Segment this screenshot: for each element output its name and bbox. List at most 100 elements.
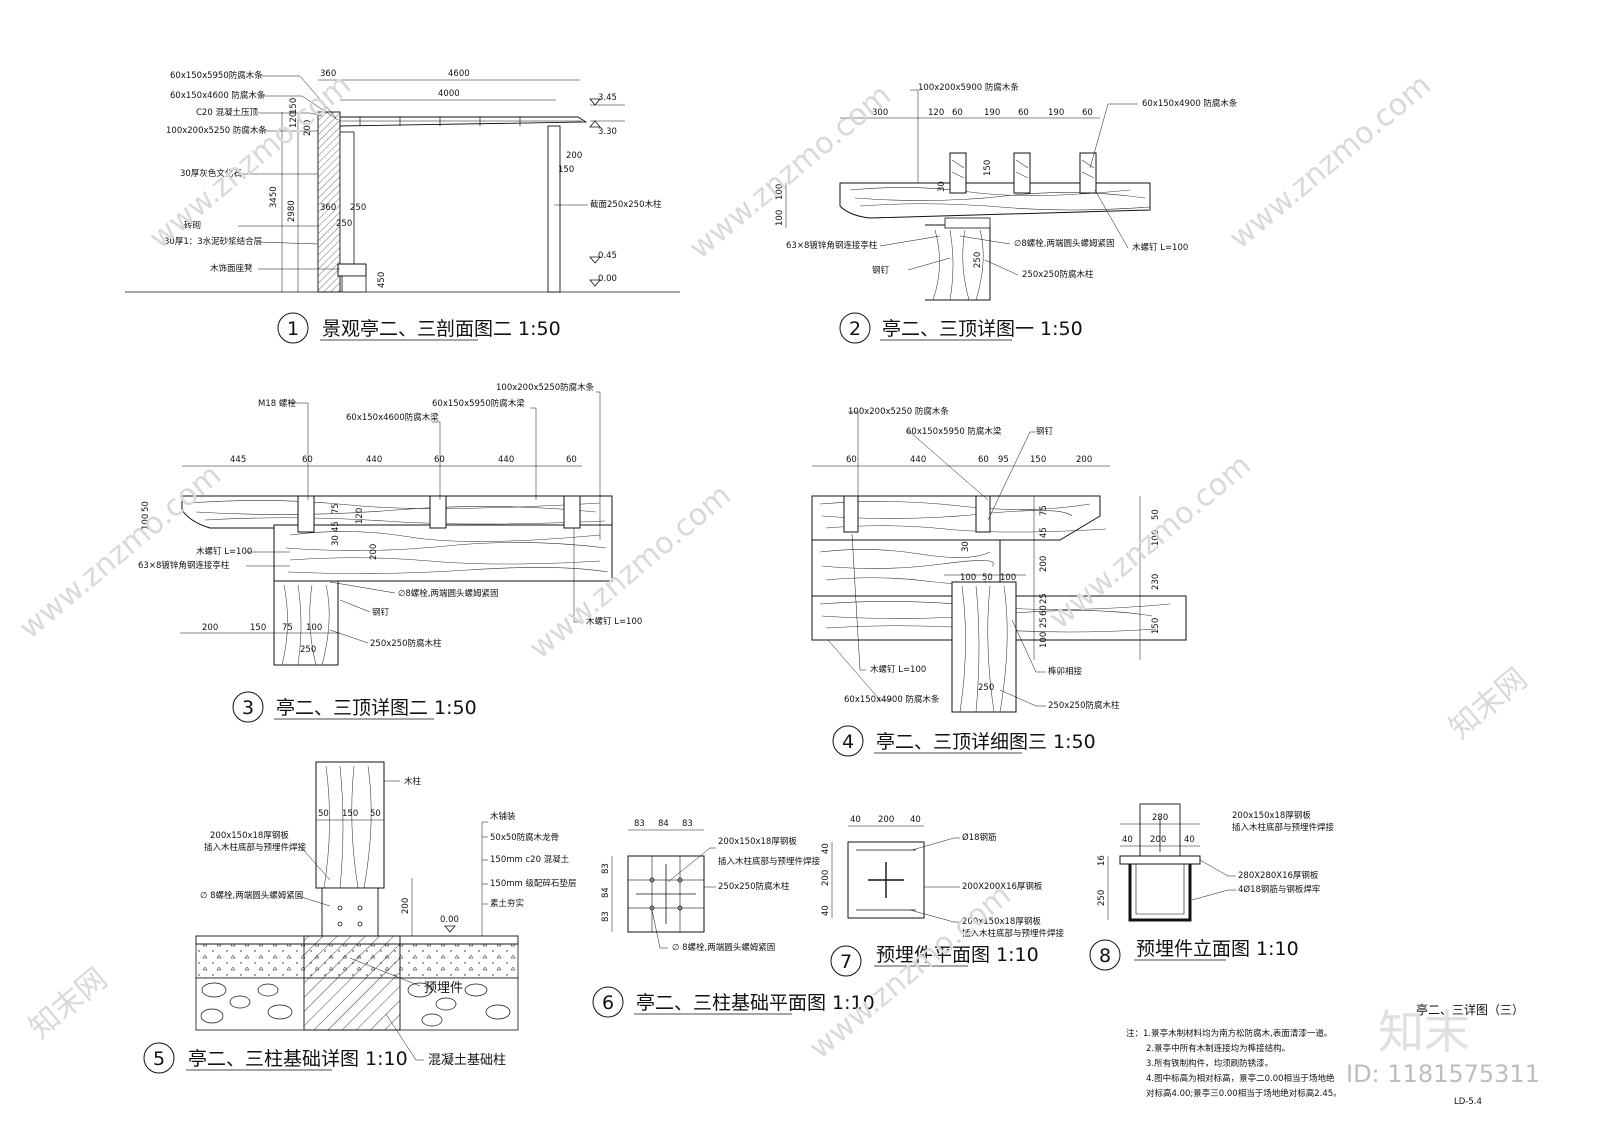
fig1-dim-12: 200 xyxy=(566,151,582,161)
fig8-dim-5: 250 xyxy=(1097,890,1107,906)
fig3-label-6: ∅8螺栓,两端圆头螺姆紧固 xyxy=(398,588,499,599)
fig4-dim-19: 100 xyxy=(1039,632,1049,648)
fig2-title: 亭二、三顶详图一 1:50 xyxy=(882,318,1083,340)
fig3-dim-15: 75 xyxy=(282,623,293,633)
fig6-dim-3: 83 xyxy=(601,863,611,874)
fig2-dim-7: 30 xyxy=(937,181,947,192)
fig7-number: 7 xyxy=(840,951,852,973)
watermark-text: 知末网 xyxy=(1443,661,1534,746)
fig3-dim-13: 200 xyxy=(202,623,218,633)
fig8-dim-3: 40 xyxy=(1184,835,1195,845)
fig2-dim-1: 120 xyxy=(928,108,944,118)
fig1-dim-5: 200 xyxy=(303,120,313,136)
fig2-label-5: 250x250防腐木柱 xyxy=(1022,269,1094,280)
brand-logo: 知末 xyxy=(1378,1005,1470,1059)
fig4-dim-17: 60 xyxy=(1039,605,1049,616)
fig1-level-1: 3.30 xyxy=(598,127,617,137)
fig4-dim-15: 100 xyxy=(1000,573,1016,583)
fig1-label-4: 30厚灰色文化石 xyxy=(180,168,242,179)
fig3-dim-14: 150 xyxy=(250,623,266,633)
fig5-label-3: ∅ 8螺栓,两端圆头螺姆紧固 xyxy=(200,890,303,901)
fig1-dim-7: 2980 xyxy=(287,200,297,222)
fig4-dim-10: 100 xyxy=(1151,530,1161,546)
fig2-dim-0: 300 xyxy=(872,108,888,118)
watermark-text: 知末网 xyxy=(23,961,114,1046)
fig1-label-8: 截面250x250木柱 xyxy=(590,199,662,210)
fig5-label-10: 混凝土基础柱 xyxy=(428,1052,506,1068)
fig5-label-1: 200x150x18厚钢板 xyxy=(210,830,289,841)
fig1-label-0: 60x150x5950防腐木条 xyxy=(170,70,263,81)
fig4-label-0: 100x200x5250 防腐木条 xyxy=(848,406,949,417)
fig6-label-1: 插入木柱底部与预埋件焊接 xyxy=(718,856,821,867)
fig4-title: 亭二、三顶详细图三 1:50 xyxy=(876,731,1096,753)
fig1-level-0: 3.45 xyxy=(598,93,617,103)
fig6-label-2: 250x250防腐木柱 xyxy=(718,881,790,892)
fig3-number: 3 xyxy=(242,697,254,719)
fig8-label-1: 插入木柱底部与预埋件焊接 xyxy=(1232,822,1335,833)
fig7-label-2: 200x150x18厚钢板 xyxy=(962,916,1041,927)
fig3-dim-3: 60 xyxy=(434,455,445,465)
fig1-label-1: 60x150x4600 防腐木条 xyxy=(170,90,266,101)
fig4-dim-13: 100 xyxy=(960,573,976,583)
fig6-dim-0: 83 xyxy=(634,819,645,829)
fig3-label-8: 250x250防腐木柱 xyxy=(370,638,442,649)
fig2-dim-3: 190 xyxy=(984,108,1000,118)
watermark-text: www.znzmo.com xyxy=(683,78,898,267)
fig3-dim-17: 250 xyxy=(300,645,316,655)
fig6-dim-1: 84 xyxy=(658,819,669,829)
fig1-dim-2: 4000 xyxy=(438,89,460,99)
fig3-dim-16: 100 xyxy=(306,623,322,633)
fig4-dim-3: 95 xyxy=(998,455,1009,465)
fig7-dim-2: 40 xyxy=(910,815,921,825)
figure-8-embedded-elevation: 200x150x18厚钢板 插入木柱底部与预埋件焊接 280X280X16厚钢板… xyxy=(1089,803,1335,971)
fig1-dim-3: 150 xyxy=(289,98,299,114)
fig3-label-5: 63×8镀锌角钢连接亭柱 xyxy=(138,560,230,571)
fig2-dim-8: 150 xyxy=(983,160,993,176)
fig5-label-8: 素土夯实 xyxy=(490,898,524,909)
fig7-title: 预埋件平面图 1:10 xyxy=(876,944,1039,966)
fig5-title: 亭二、三柱基础详图 1:10 xyxy=(188,1048,408,1070)
fig3-dim-6: 50 xyxy=(141,501,151,512)
fig1-level-3: 0.00 xyxy=(598,274,617,284)
fig6-number: 6 xyxy=(602,992,614,1014)
fig5-label-7: 150mm 级配碎石垫层 xyxy=(490,878,577,889)
fig5-dim-0: 50 xyxy=(318,809,329,819)
figure-7-embedded-plan: Ø18钢筋 200X200X16厚钢板 200x150x18厚钢板 插入木柱底部… xyxy=(821,815,1065,977)
fig2-label-1: 60x150x4900 防腐木条 xyxy=(1142,98,1238,109)
notes-block: 注：1.景亭木制材料均为南方松防腐木,表面清漆一道。 2.景亭中所有木制连接均为… xyxy=(1126,1002,1524,1107)
fig8-label-3: 4Ø18钢筋与钢板焊牢 xyxy=(1238,884,1320,895)
fig8-dim-1: 40 xyxy=(1122,835,1133,845)
fig4-dim-7: 50 xyxy=(1151,509,1161,520)
note-line-0: 注：1.景亭木制材料均为南方松防腐木,表面清漆一道。 xyxy=(1126,1028,1332,1039)
fig1-label-2: C20 混凝土压顶 xyxy=(196,107,258,118)
fig2-dim-2: 60 xyxy=(952,108,963,118)
fig6-dim-5: 83 xyxy=(601,911,611,922)
fig4-dim-12: 230 xyxy=(1151,574,1161,590)
fig4-label-3: 木螺钉 L=100 xyxy=(870,664,926,675)
fig1-label-5: 砖砌 xyxy=(184,220,201,231)
fig3-dim-7: 100 xyxy=(141,514,151,530)
fig4-dim-16: 25 xyxy=(1039,593,1049,604)
figure-2-roof-detail: 100x200x5900 防腐木条 60x150x4900 防腐木条 63×8镀… xyxy=(775,82,1238,344)
note-line-4: 对标高4.00;景亭三0.00相当于场地绝对标高2.45。 xyxy=(1146,1088,1342,1099)
note-line-1: 2.景亭中所有木制连接均为榫接结构。 xyxy=(1146,1043,1290,1054)
fig2-dim-4: 60 xyxy=(1018,108,1029,118)
fig2-label-6: 木螺钉 L=100 xyxy=(1132,242,1188,253)
fig2-dim-6: 60 xyxy=(1082,108,1093,118)
fig2-label-3: ∅8螺栓,两端圆头螺姆紧固 xyxy=(1014,238,1115,249)
fig5-dim-3: 200 xyxy=(401,898,411,914)
fig6-title: 亭二、三柱基础平面图 1:10 xyxy=(636,992,875,1014)
fig1-dim-13: 150 xyxy=(558,165,574,175)
fig7-dim-3: 40 xyxy=(821,843,831,854)
fig4-label-5: 榫卯相接 xyxy=(1048,666,1083,677)
fig4-dim-18: 25 xyxy=(1039,617,1049,628)
fig7-dim-0: 40 xyxy=(850,815,861,825)
fig4-label-6: 250x250防腐木柱 xyxy=(1048,700,1120,711)
fig3-label-1: 60x150x4600防腐木梁 xyxy=(346,412,439,423)
fig4-dim-11: 200 xyxy=(1039,556,1049,572)
fig3-dim-11: 120 xyxy=(355,508,365,524)
fig1-title: 景观亭二、三剖面图二 1:50 xyxy=(322,318,561,340)
fig1-label-3: 100x200x5250 防腐木条 xyxy=(166,125,267,136)
fig4-dim-20: 150 xyxy=(1151,618,1161,634)
